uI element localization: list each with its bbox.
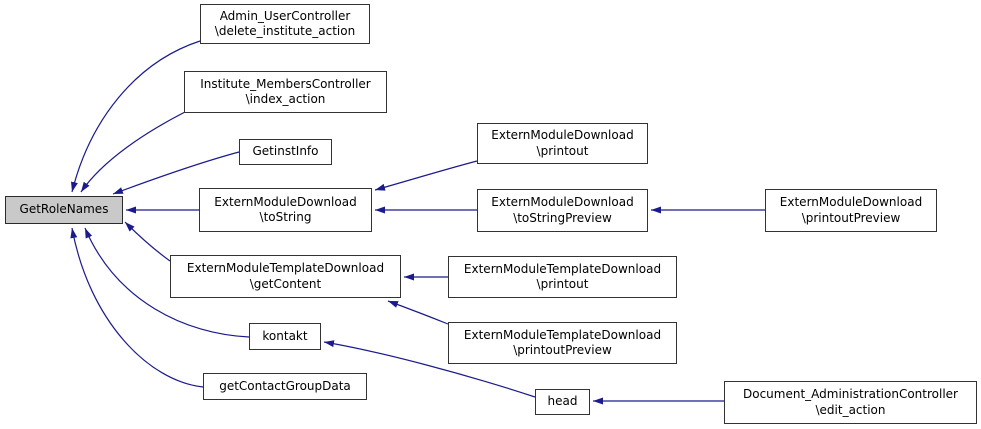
node-label: \edit_action <box>815 402 886 417</box>
node-admin-usercontroller-delete-institute-action[interactable]: Admin_UserController \delete_institute_a… <box>200 4 370 44</box>
node-institute-memberscontroller-index-action[interactable]: Institute_MembersController \index_actio… <box>184 71 387 113</box>
node-label: ExternModuleTemplateDownload <box>463 261 662 276</box>
edge-institute-memberscontroller-to-getrolenames <box>80 111 186 193</box>
node-label: GetinstInfo <box>252 144 319 159</box>
node-externmoduletemplatedownload-printout[interactable]: ExternModuleTemplateDownload \printout <box>448 256 677 298</box>
node-label: \printoutPreview <box>801 210 901 225</box>
node-getcontactgroupdata[interactable]: getContactGroupData <box>203 373 367 400</box>
edge-printout-to-tostring <box>374 160 478 191</box>
edge-getcontent-to-getrolenames <box>124 221 171 262</box>
node-label: \printoutPreview <box>513 343 612 357</box>
node-label: ExternModuleDownload <box>491 195 634 210</box>
node-label: Institute_MembersController <box>200 76 371 91</box>
node-getrolenames: GetRoleNames <box>5 196 123 224</box>
node-label: \toString <box>259 210 312 224</box>
node-getinstinfo[interactable]: GetinstInfo <box>239 139 332 165</box>
node-externmoduletemplatedownload-getcontent[interactable]: ExternModuleTemplateDownload \getContent <box>170 255 401 298</box>
node-label: \index_action <box>245 92 326 106</box>
node-label: \printout <box>536 143 589 158</box>
node-label: GetRoleNames <box>19 202 109 217</box>
node-label: \delete_institute_action <box>214 24 356 38</box>
node-label: ExternModuleTemplateDownload <box>463 327 662 342</box>
node-document-administrationcontroller-edit-action[interactable]: Document_AdministrationController \edit_… <box>724 381 977 424</box>
node-label: Document_AdministrationController <box>742 387 958 402</box>
node-label: getContactGroupData <box>219 378 351 393</box>
node-label: ExternModuleDownload <box>491 128 634 143</box>
node-head[interactable]: head <box>535 389 590 415</box>
node-label: ExternModuleDownload <box>779 195 923 210</box>
node-label: Admin_UserController <box>219 8 351 23</box>
node-externmoduledownload-printout[interactable]: ExternModuleDownload \printout <box>477 123 648 164</box>
node-label: kontakt <box>262 328 308 343</box>
edge-getcontactgroupdata-to-getrolenames <box>70 227 204 388</box>
node-label: \printout <box>536 277 589 291</box>
node-label: \getContent <box>249 276 322 291</box>
node-label: \toStringPreview <box>513 210 612 225</box>
node-kontakt[interactable]: kontakt <box>249 323 321 350</box>
edge-admin-usercontroller-to-getrolenames <box>71 40 201 193</box>
edge-getinstinfo-to-getrolenames <box>112 151 240 195</box>
node-externmoduledownload-tostringpreview[interactable]: ExternModuleDownload \toStringPreview <box>477 189 648 232</box>
edge-head-to-kontakt <box>323 340 536 398</box>
node-externmoduledownload-printoutpreview[interactable]: ExternModuleDownload \printoutPreview <box>765 189 937 232</box>
edge-template-printoutpreview-to-getcontent <box>387 300 449 325</box>
node-externmoduledownload-tostring[interactable]: ExternModuleDownload \toString <box>199 188 372 232</box>
node-label: head <box>547 394 578 409</box>
node-label: ExternModuleDownload <box>214 194 357 209</box>
node-externmoduletemplatedownload-printoutpreview[interactable]: ExternModuleTemplateDownload \printoutPr… <box>448 322 677 364</box>
edge-kontakt-to-getrolenames <box>84 227 250 338</box>
node-label: ExternModuleTemplateDownload <box>186 261 385 276</box>
